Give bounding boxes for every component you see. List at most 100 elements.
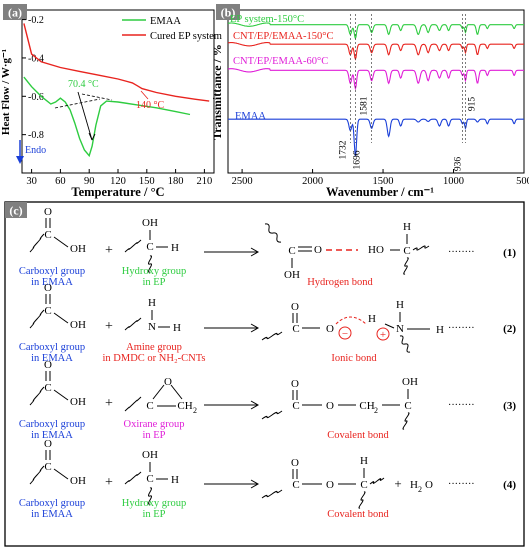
- ftir-spectrum-3: [228, 118, 524, 157]
- ftir-x-axis-title: Wavenumber / cm⁻¹: [326, 185, 434, 199]
- bond-type-label: Covalent bond: [327, 509, 389, 520]
- ftir-peak-label: 1696: [352, 150, 362, 169]
- dsc-y-tick-label: -0.2: [28, 15, 44, 26]
- acid-label: in EMAA: [31, 430, 73, 441]
- atom-label: H: [436, 324, 444, 336]
- atom-label: H: [171, 474, 179, 486]
- ftir-y-axis-title: Transmittance / %: [210, 44, 224, 140]
- dsc-y-tick-label: -0.6: [28, 92, 44, 103]
- positive-charge: [376, 327, 390, 341]
- product-chain: [403, 257, 409, 275]
- ftir-peak-label: 936: [454, 157, 464, 172]
- atom-label: O: [44, 359, 52, 371]
- dsc-x-tick-label: 180: [168, 176, 184, 187]
- ftir-label-cnt-60: CNT/EP/EMAA-60°C: [233, 56, 328, 67]
- equation-dots: ········: [448, 323, 475, 334]
- ftir-plot-frame: [227, 9, 525, 174]
- dsc-y-tick-label: -0.8: [28, 130, 44, 141]
- atom-label: O: [326, 479, 334, 491]
- equation-dots: ········: [448, 247, 475, 258]
- dsc-series-line-1: [23, 23, 210, 102]
- atom-label: O: [326, 323, 334, 335]
- reaction-arrow-head: [250, 323, 260, 333]
- legend-label-emaa: EMAA: [150, 16, 181, 27]
- tg-ep-pointer: [140, 90, 149, 100]
- positive-charge-sign: +: [380, 329, 386, 341]
- bond-line: [53, 312, 69, 324]
- tangent-line-2: [81, 93, 113, 101]
- water-h: H: [410, 479, 418, 491]
- plus-sign: +: [105, 396, 113, 411]
- negative-charge-sign: −: [342, 328, 348, 340]
- ionic-bond-arc: [335, 316, 367, 325]
- atom-label: N: [148, 321, 156, 333]
- plus-sign: +: [105, 475, 113, 490]
- tg-arrow-shaft: [77, 91, 93, 141]
- atom-label: O: [326, 400, 334, 412]
- panel-b-badge: [216, 4, 240, 20]
- atom-label: C: [44, 461, 51, 473]
- plus-sign: +: [394, 476, 401, 491]
- atom-label: H: [396, 299, 404, 311]
- emaa-chain: [29, 386, 45, 406]
- equation-dots: ········: [448, 400, 475, 411]
- ftir-x-tick-label: 1500: [373, 176, 394, 187]
- reagent-label: in EP: [142, 430, 165, 441]
- product-chain: [402, 412, 410, 430]
- dsc-x-tick-label: 120: [110, 176, 126, 187]
- product-chain: [261, 331, 283, 341]
- ftir-x-tick-label: 2000: [302, 176, 323, 187]
- annotation-tg-ep: 140 °C: [136, 100, 164, 111]
- bond-line: [384, 323, 395, 329]
- ftir-x-tick-label: 1000: [443, 176, 464, 187]
- atom-label: C: [292, 323, 299, 335]
- dsc-series-line-0: [23, 76, 191, 158]
- product-chain: [264, 223, 282, 243]
- product-chain: [412, 245, 430, 251]
- ep-chain: [124, 239, 142, 253]
- atom-label: H: [368, 313, 376, 325]
- equation-number: (1): [503, 247, 516, 259]
- oxirane-chain: [124, 396, 142, 412]
- reaction-arrow-head: [250, 479, 260, 489]
- reagent-label: Amine group: [126, 342, 182, 353]
- atom-label: CH: [359, 400, 374, 412]
- atom-label: H: [173, 322, 181, 334]
- reagent-label: in DMDC or NH₂-CNTs: [103, 353, 206, 364]
- atom-label: C: [44, 229, 51, 241]
- ep-chain: [124, 471, 142, 485]
- dsc-x-tick-label: 150: [139, 176, 155, 187]
- ftir-peak-label: 1581: [360, 96, 370, 115]
- atom-label: H: [148, 297, 156, 309]
- ftir-chart: (b) 2500200015001000500 1732169615819369…: [210, 4, 529, 199]
- bond-type-label: Covalent bond: [327, 430, 389, 441]
- endo-arrow-head: [16, 156, 24, 164]
- water-o: O: [425, 479, 433, 491]
- ep-chain: [148, 487, 152, 505]
- emaa-chain: [29, 309, 45, 329]
- atom-label: OH: [402, 376, 418, 388]
- ftir-spectrum-2: [227, 68, 524, 91]
- emaa-chain: [29, 233, 45, 253]
- dsc-x-tick-label: 210: [197, 176, 213, 187]
- bond-line: [53, 389, 69, 401]
- ftir-peak-label: 915: [468, 97, 478, 112]
- bond-line: [170, 384, 183, 400]
- amine-chain: [124, 317, 142, 331]
- atom-label: O: [291, 457, 299, 469]
- dsc-x-tick-label: 60: [55, 176, 66, 187]
- atom-label: OH: [70, 396, 86, 408]
- plus-sign: +: [105, 243, 113, 258]
- panel-c-label: (c): [9, 204, 22, 218]
- panel-a-label: (a): [8, 6, 22, 20]
- atom-label: O: [314, 244, 322, 256]
- atom-label: C: [146, 400, 153, 412]
- equation-number: (3): [503, 400, 516, 412]
- atom-label: HO: [368, 244, 384, 256]
- ep-chain: [148, 255, 152, 273]
- subscript: 2: [418, 485, 422, 494]
- subscript: 2: [374, 406, 378, 415]
- product-chain: [369, 477, 385, 485]
- acid-label: in EMAA: [31, 277, 73, 288]
